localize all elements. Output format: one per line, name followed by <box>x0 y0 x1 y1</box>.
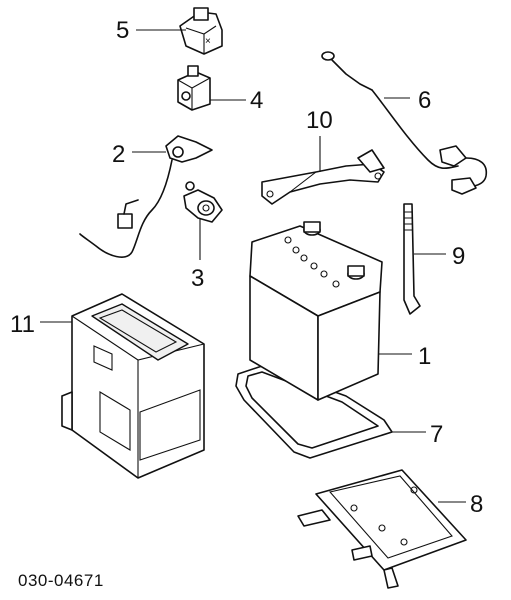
part-8-tray-bracket <box>297 469 467 589</box>
callout-9: 9 <box>452 243 465 270</box>
callout-10: 10 <box>306 107 333 134</box>
part-10-hold-down <box>261 149 385 205</box>
callout-7: 7 <box>430 421 443 448</box>
callout-2: 2 <box>112 141 125 168</box>
part-1-battery <box>249 221 383 401</box>
part-4-clamp <box>177 65 211 111</box>
diagram-code: 030-04671 <box>18 571 104 590</box>
part-9-j-bolt <box>403 203 421 315</box>
callout-4: 4 <box>250 87 263 114</box>
leader-lines <box>40 29 466 503</box>
callout-1: 1 <box>418 343 431 370</box>
part-2-cable-bracket <box>79 135 213 258</box>
callout-5: 5 <box>116 17 129 44</box>
part-6-ground-cable <box>321 51 488 195</box>
svg-text:×: × <box>205 36 211 47</box>
callout-3: 3 <box>191 265 204 292</box>
callout-8: 8 <box>470 491 483 518</box>
callout-11: 11 <box>10 311 35 338</box>
part-7-tray <box>235 365 393 459</box>
part-11-battery-cover <box>61 293 205 479</box>
part-3-terminal <box>183 189 223 223</box>
part-5-terminal-cover: × <box>179 7 223 55</box>
callout-6: 6 <box>418 87 431 114</box>
